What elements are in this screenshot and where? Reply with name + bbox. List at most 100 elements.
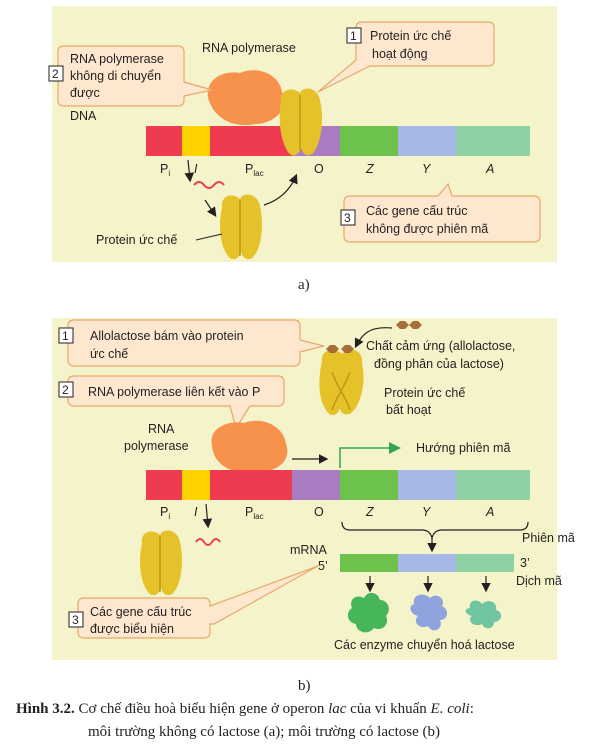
gene-label-i: I (194, 162, 198, 176)
gene-plac-segment (210, 126, 292, 156)
rnap-label-a: RNA polymerase (202, 41, 296, 55)
inactive-repressor-line1: Protein ức chế (384, 386, 465, 400)
gene-y-segment-b (398, 470, 456, 500)
arrow-i-to-mrna-b (202, 503, 213, 529)
callout-b1-line2: ức chế (90, 347, 128, 361)
dna-strand-a (146, 126, 530, 156)
callout-b-step2: 2 RNA polymerase liên kết vào P (58, 375, 285, 430)
callout-a2-line2: không di chuyển (70, 69, 161, 83)
callout-b3-line2: được biểu hiện (90, 622, 174, 636)
figure-caption-line1: Hình 3.2. Cơ chế điều hoà biểu hiện gene… (16, 701, 474, 717)
gene-pi-segment (146, 126, 182, 156)
callout-a2-line1: RNA polymerase (70, 52, 164, 66)
gene-pi-segment-b (146, 470, 182, 500)
gene-a-segment (456, 126, 530, 156)
gene-label-z: Z (365, 162, 374, 176)
callout-a1-line2: hoạt động (372, 47, 428, 61)
arrow-inducer-to-repressor (354, 327, 393, 349)
bound-allolactose-2 (341, 345, 354, 353)
gene-label-plac-b: Plac (245, 505, 264, 521)
gene-label-o-b: O (314, 505, 324, 519)
gene-label-o: O (314, 162, 324, 176)
repressor-mrna-a (193, 181, 225, 189)
panel-a-caption: a) (298, 277, 310, 293)
gene-label-a: A (485, 162, 494, 176)
repressor-label-a: Protein ức chế (96, 233, 177, 247)
translation-label: Dịch mã (516, 574, 562, 588)
rna-polymerase-a (207, 70, 285, 126)
mrna-z-segment (340, 554, 398, 572)
transcription-label: Phiên mã (522, 531, 575, 545)
mrna-y-segment (398, 554, 456, 572)
panel-b-caption: b) (298, 678, 311, 694)
allolactose-inducer (396, 321, 422, 329)
inactive-repressor (319, 345, 364, 416)
mrna-a-segment (456, 554, 514, 572)
mrna-strand (340, 554, 514, 572)
gene-z-segment (340, 126, 398, 156)
rnap-label-b-line2: polymerase (124, 439, 189, 453)
dna-label: DNA (70, 109, 97, 123)
step-badge-3b (68, 611, 84, 628)
step-number-2a: 2 (52, 67, 59, 81)
arrow-i-to-mrna-a (184, 159, 195, 183)
free-repressor-a (220, 194, 262, 260)
gene-o-segment-b (292, 470, 340, 500)
step-number-3a: 3 (344, 211, 351, 225)
step-number-2b: 2 (62, 383, 69, 397)
enzyme-y (410, 594, 448, 631)
gene-label-plac: Plac (245, 162, 264, 178)
inactive-repressor-line2: bất hoạt (386, 403, 432, 417)
step-badge-1a (346, 27, 362, 44)
dna-strand-b (146, 470, 530, 500)
enzyme-z (347, 592, 389, 633)
callout-a-step2: 2 RNA polymerase không di chuyển được (48, 45, 213, 107)
step-badge-3a (340, 209, 356, 226)
five-prime-label: 5’ (318, 559, 328, 573)
step-number-1a: 1 (350, 29, 357, 43)
callout-b-step3: 3 Các gene cấu trúc được biểu hiện (68, 565, 319, 639)
callout-a-step1: 1 Protein ức chế hoạt động (317, 21, 495, 93)
gene-i-segment-b (182, 470, 210, 500)
step-number-1b: 1 (62, 329, 69, 343)
gene-label-a-b: A (485, 505, 494, 519)
arrow-repressor-to-operator-a (263, 173, 298, 206)
gene-y-segment (398, 126, 456, 156)
callout-a2-line3: được (70, 86, 100, 100)
gene-a-segment-b (456, 470, 530, 500)
rnap-label-b-line1: RNA (148, 422, 175, 436)
step-badge-2a (48, 65, 64, 82)
gene-label-pi: Pi (160, 162, 170, 178)
figure-caption-line2: môi trường không có lactose (a); môi trư… (88, 724, 440, 740)
arrow-mrna-to-repressor-a (204, 199, 217, 217)
enzyme-a (465, 600, 502, 629)
gene-i-segment (182, 126, 210, 156)
gene-plac-segment-b (210, 470, 292, 500)
callout-b2-line1: RNA polymerase liên kết vào P (88, 385, 260, 399)
gene-label-i-b: I (194, 505, 198, 519)
gene-label-y-b: Y (422, 505, 432, 519)
repressor-mrna-b (195, 538, 221, 546)
gene-z-segment-b (340, 470, 398, 500)
repressor-pointer-a (195, 233, 223, 241)
three-prime-label: 3’ (520, 556, 530, 570)
inducer-label-line2: đồng phân của lactose) (374, 357, 504, 371)
callout-a1-line1: Protein ức chế (370, 29, 451, 43)
gene-label-z-b: Z (365, 505, 374, 519)
active-repressor-on-operator (279, 88, 322, 156)
free-repressor-b (140, 530, 182, 596)
step-badge-2b (58, 381, 74, 398)
mrna-label: mRNA (290, 543, 327, 557)
gene-label-y: Y (422, 162, 432, 176)
callout-a3-line1: Các gene cấu trúc (366, 204, 467, 218)
bound-allolactose-1 (326, 345, 339, 353)
callout-a3-line2: không được phiên mã (366, 222, 488, 236)
gene-label-pi-b: Pi (160, 505, 170, 521)
direction-label: Hướng phiên mã (416, 441, 510, 455)
inducer-label-line1: Chất cảm ứng (allolactose, (366, 339, 515, 353)
transcription-direction-arrow (339, 442, 401, 468)
step-badge-1b (58, 327, 74, 344)
callout-b3-line1: Các gene cấu trúc (90, 605, 191, 619)
step-number-3b: 3 (72, 613, 79, 627)
